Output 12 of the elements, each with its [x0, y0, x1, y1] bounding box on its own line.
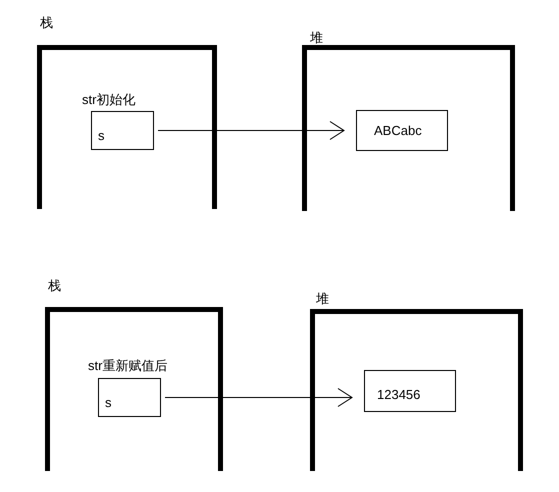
arrow	[164, 388, 352, 407]
heading-label: 栈	[48, 277, 61, 295]
arrow	[158, 121, 344, 140]
value-box: s	[98, 378, 161, 417]
value-box: 123456	[364, 370, 456, 412]
value-box: ABCabc	[356, 110, 448, 151]
heading-label: 堆	[310, 29, 323, 47]
caption-label: str重新赋值后	[88, 357, 168, 375]
heading-label: 堆	[316, 290, 329, 308]
caption-label: str初始化	[82, 91, 136, 109]
value-box: s	[91, 111, 154, 150]
heading-label: 栈	[40, 14, 53, 32]
